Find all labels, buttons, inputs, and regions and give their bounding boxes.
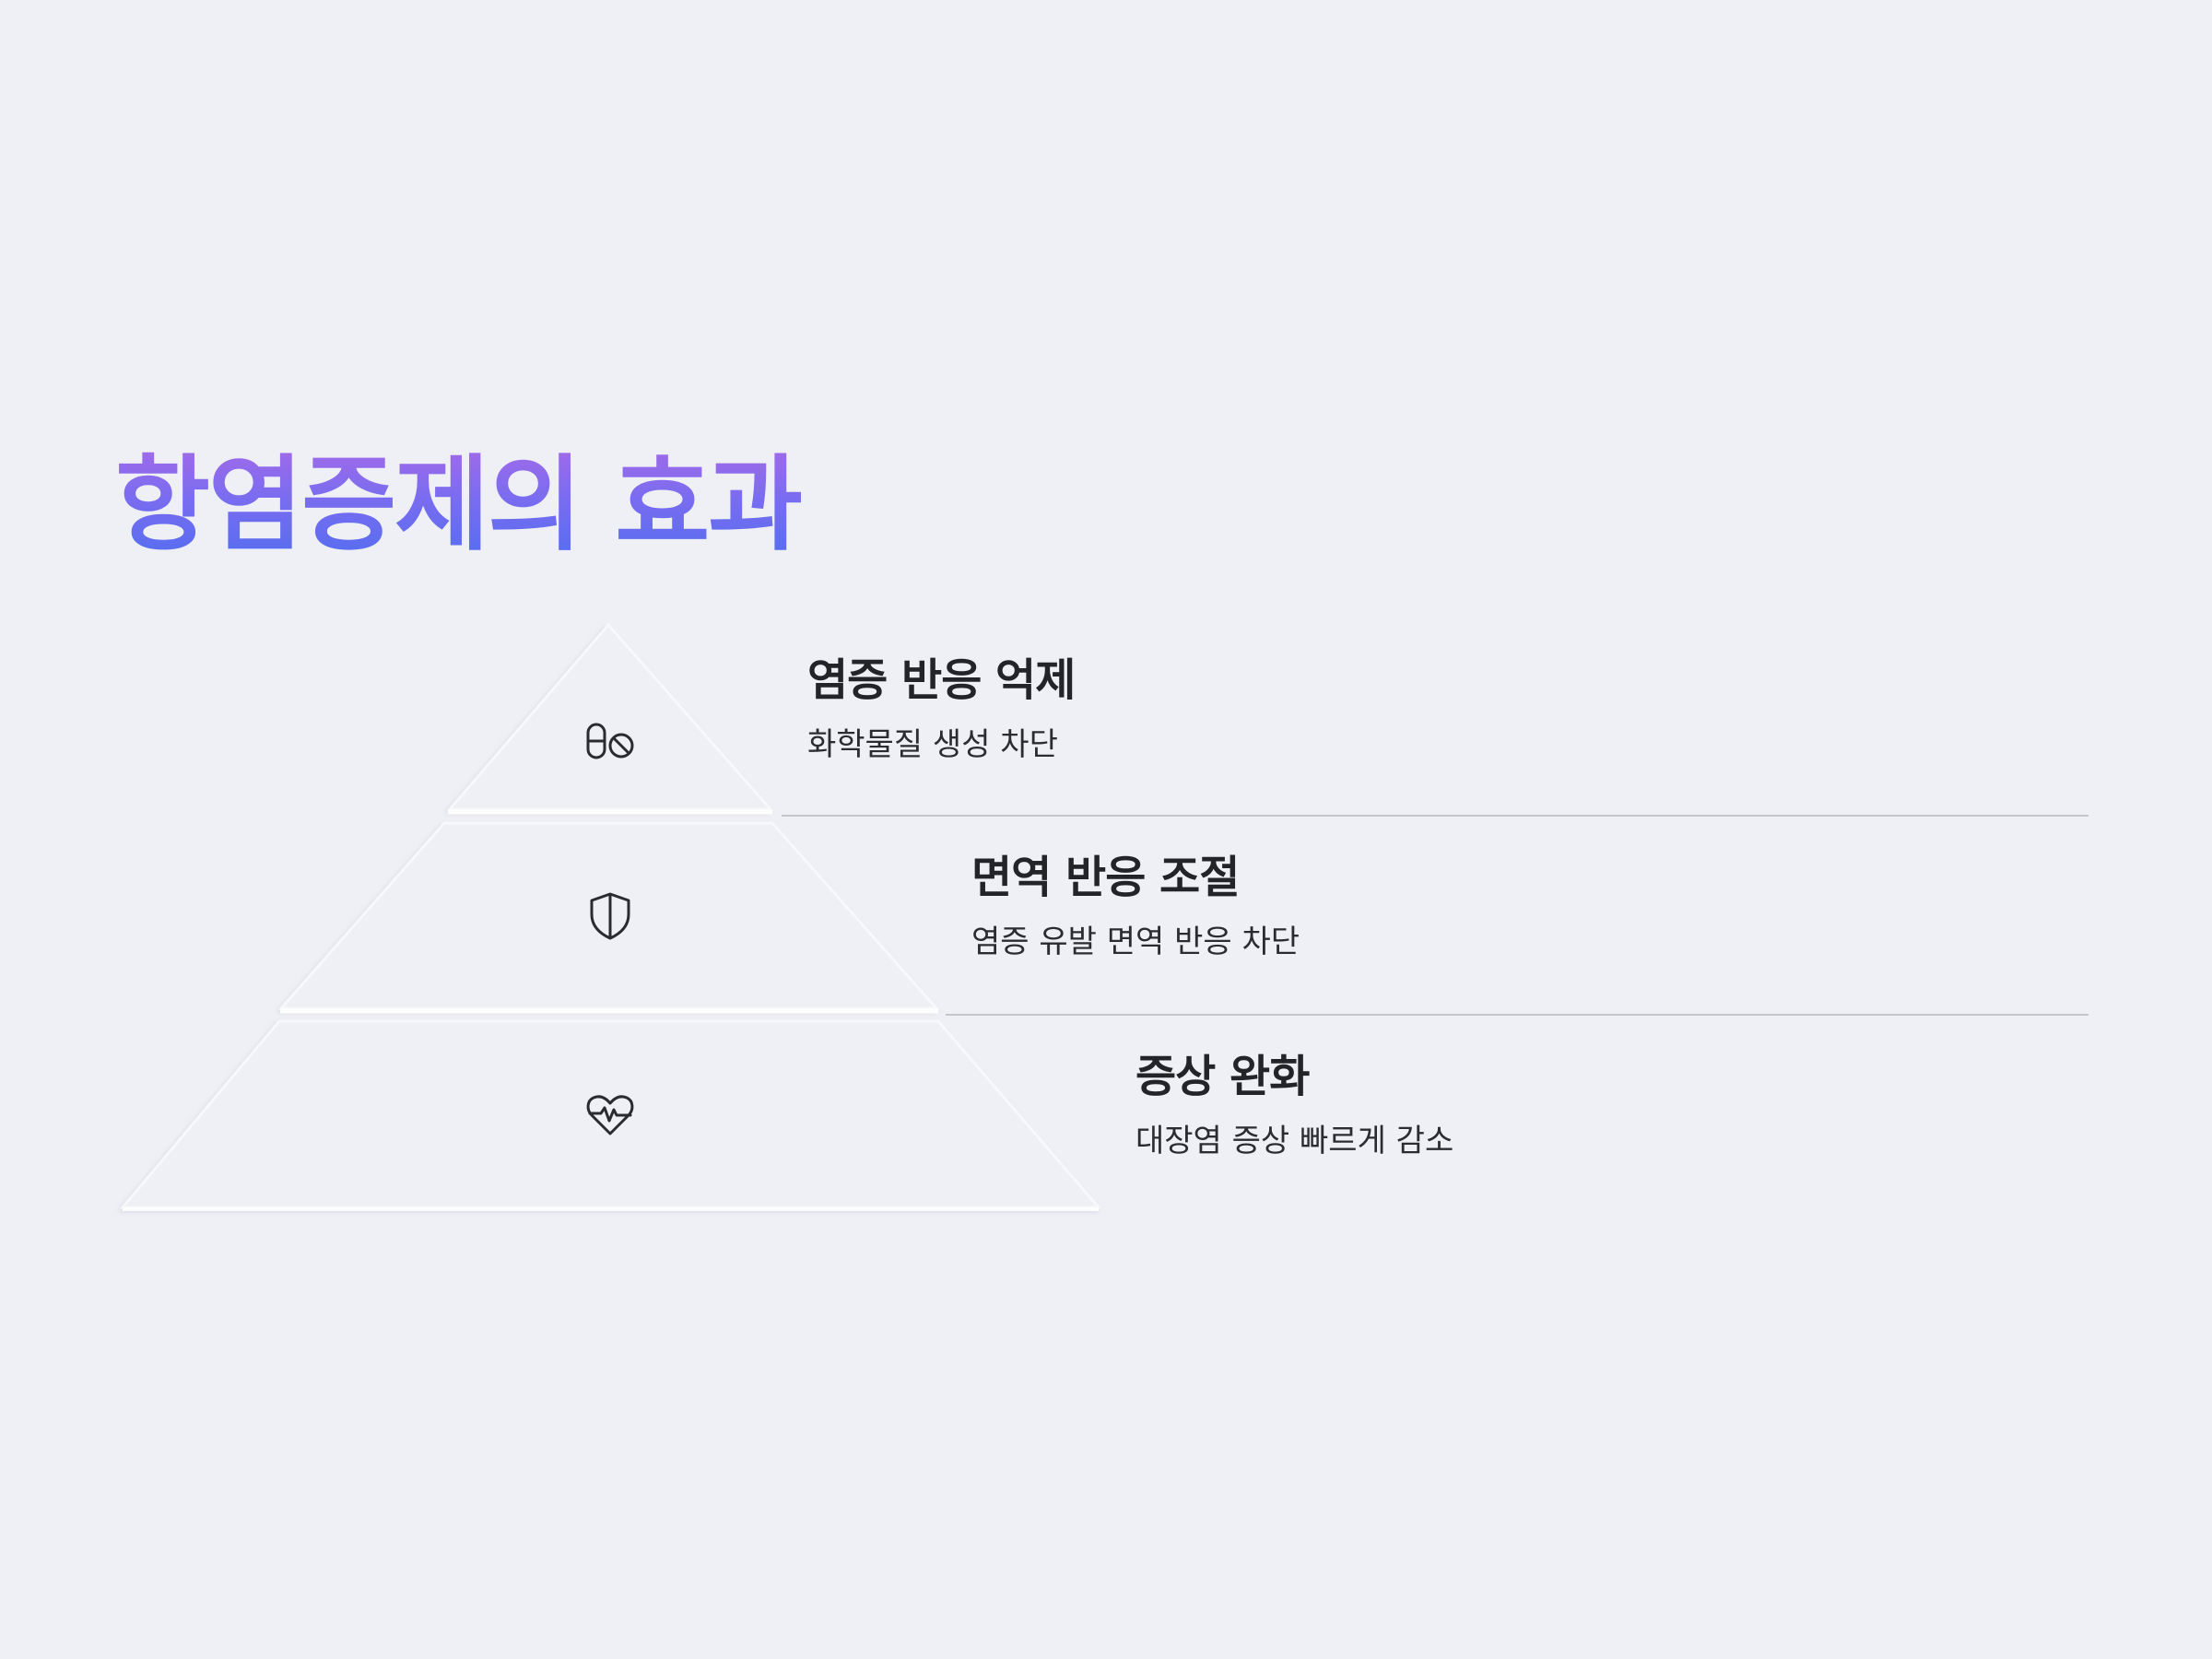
tier-3-text: 증상 완화 대장염 증상 빠르게 감소 <box>1135 1049 1453 1161</box>
page-title: 항염증제의 효과 <box>115 441 803 570</box>
tier-1-text: 염증 반응 억제 화학물질 생성 차단 <box>807 653 1076 765</box>
heart-pulse-icon <box>586 1095 634 1135</box>
pill-block-icon <box>586 723 634 759</box>
tier-2-description: 염증 유발 면역 반응 차단 <box>971 924 1300 960</box>
divider-tier-1 <box>782 815 2088 817</box>
tier-3-heading: 증상 완화 <box>1135 1051 1310 1102</box>
shield-icon <box>590 892 630 940</box>
tier-3-description: 대장염 증상 빠르게 감소 <box>1135 1123 1454 1159</box>
tier-2-heading: 면역 반응 조절 <box>971 852 1240 903</box>
divider-tier-2 <box>946 1014 2088 1016</box>
pyramid-tier-top <box>446 622 774 815</box>
tier-2-text: 면역 반응 조절 염증 유발 면역 반응 차단 <box>971 850 1300 962</box>
tier-1-heading: 염증 반응 억제 <box>807 654 1076 706</box>
tier-1-description: 화학물질 생성 차단 <box>807 726 1058 763</box>
